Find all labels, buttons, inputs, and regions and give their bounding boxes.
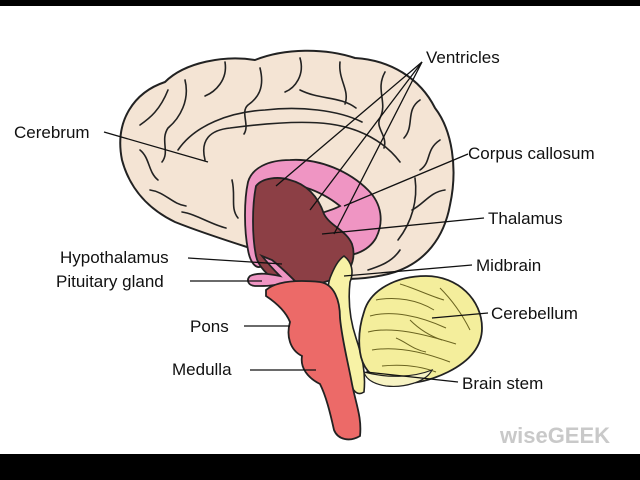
- midbrain-leader: [343, 264, 473, 277]
- label-corpus-callosum: Corpus callosum: [468, 144, 595, 163]
- label-thalamus: Thalamus: [488, 209, 563, 228]
- midbrain-shape: [327, 255, 366, 395]
- hypothalamus-leader: [187, 257, 283, 265]
- ventricles-leader-2: [309, 61, 423, 211]
- thalamus-leader: [321, 217, 485, 235]
- ventricles-leader-1: [275, 61, 423, 187]
- pituitary-gland-shape: [247, 253, 298, 287]
- cerebellum-shape: [358, 275, 483, 385]
- ventricles-leader-3: [333, 61, 423, 235]
- brain-stem-leader: [365, 371, 459, 383]
- label-pituitary-gland: Pituitary gland: [56, 272, 164, 291]
- label-cerebrum: Cerebrum: [14, 123, 90, 142]
- label-ventricles: Ventricles: [426, 48, 500, 67]
- label-hypothalamus: Hypothalamus: [60, 248, 169, 267]
- cerebellum-base: [363, 368, 434, 387]
- pons-medulla-shape: [265, 280, 362, 441]
- cerebrum-folds: [139, 57, 446, 271]
- cerebellum-leader: [431, 312, 489, 319]
- leader-lines: [103, 61, 489, 383]
- label-brain-stem: Brain stem: [462, 374, 543, 393]
- label-cerebellum: Cerebellum: [491, 304, 578, 323]
- corpus-callosum-leader: [343, 153, 469, 207]
- label-medulla: Medulla: [172, 360, 232, 379]
- label-midbrain: Midbrain: [476, 256, 541, 275]
- watermark-logo: wiseGEEK: [499, 423, 610, 448]
- label-pons: Pons: [190, 317, 229, 336]
- cerebrum-leader: [103, 131, 209, 163]
